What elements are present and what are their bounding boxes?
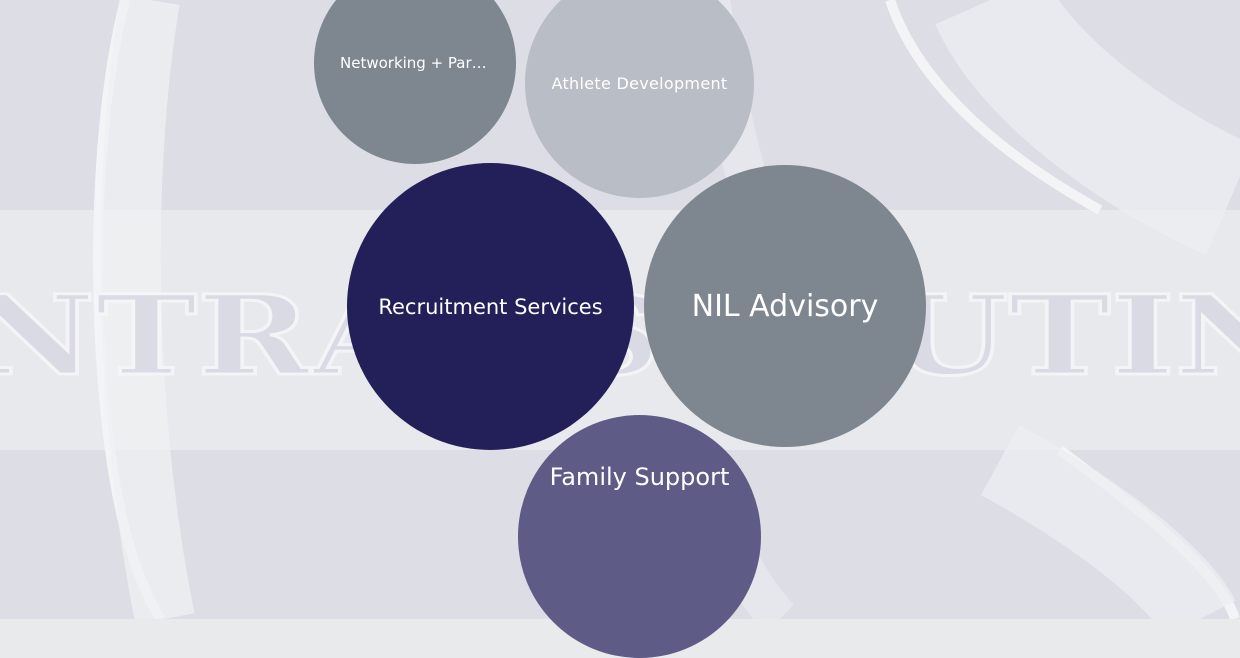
bubble-label: Family Support <box>549 462 730 491</box>
bubble-recruitment-services[interactable]: Recruitment Services <box>347 163 634 450</box>
bubble-label: Athlete Development <box>551 74 728 93</box>
bubble-label: Networking + Partn… <box>340 54 490 72</box>
bubble-label: NIL Advisory <box>691 288 879 324</box>
bubble-athlete-development[interactable]: Athlete Development <box>525 0 754 198</box>
bubble-label: Recruitment Services <box>378 294 603 319</box>
bubble-family-support[interactable]: Family Support <box>518 415 761 658</box>
bubble-nil-advisory[interactable]: NIL Advisory <box>644 165 926 447</box>
bubble-networking-partnerships[interactable]: Networking + Partn… <box>314 0 516 164</box>
